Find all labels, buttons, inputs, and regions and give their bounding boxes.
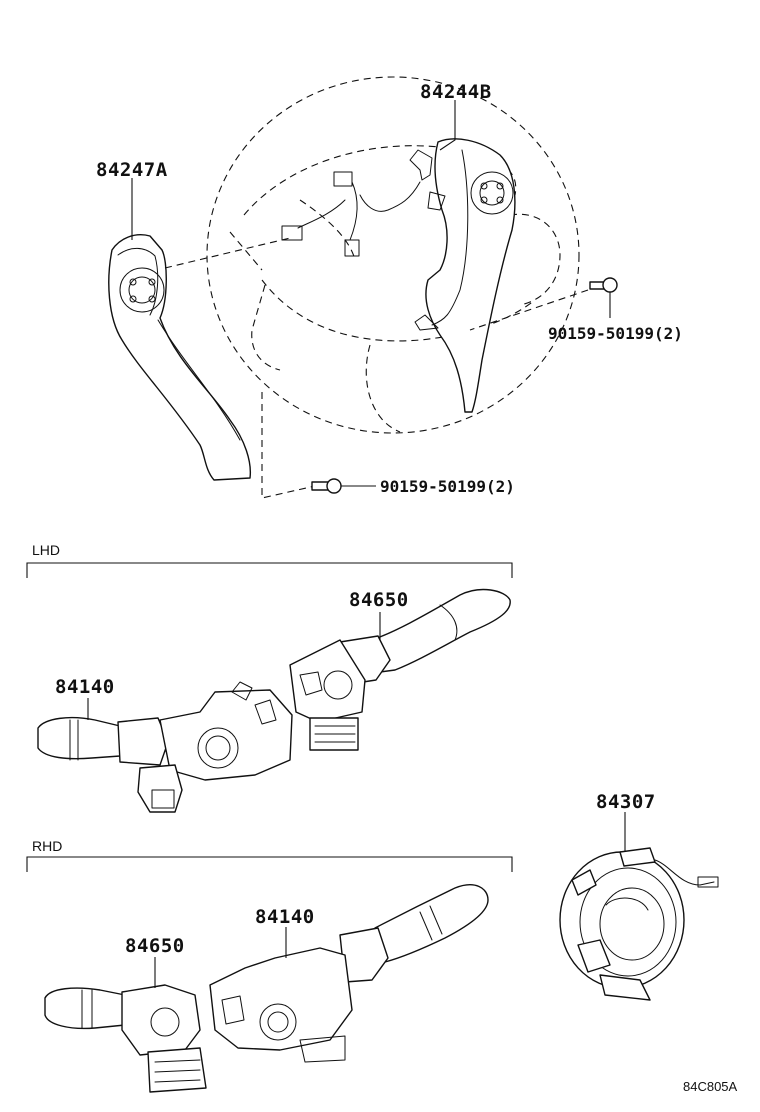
section-bracket-rhd <box>26 856 513 872</box>
bolt-icon <box>469 277 618 331</box>
diagram-code: 84C805A <box>683 1079 738 1094</box>
part-label-rhd-84650: 84650 <box>125 935 185 957</box>
turn-switch-rhd <box>209 884 489 1063</box>
part-label-rhd-84140: 84140 <box>255 906 315 928</box>
steering-pad-left <box>108 234 252 481</box>
part-label-84307: 84307 <box>596 791 656 813</box>
steering-wheel-outline <box>206 76 580 434</box>
part-label-lhd-84140: 84140 <box>55 676 115 698</box>
turn-switch-lhd <box>37 681 293 813</box>
part-label-84244B: 84244B <box>420 81 492 103</box>
part-label-84247A: 84247A <box>96 159 168 181</box>
part-label-bolt-lower: 90159-50199(2) <box>380 477 515 496</box>
pad-left-align-line <box>164 237 291 269</box>
section-bracket-lhd <box>26 562 513 578</box>
leader-84244B <box>439 100 456 151</box>
section-label-rhd: RHD <box>32 838 62 854</box>
pad-left-bolt-line <box>261 392 316 499</box>
wiper-switch-lhd <box>289 588 511 751</box>
part-label-lhd-84650: 84650 <box>349 589 409 611</box>
bolt-icon <box>311 478 342 494</box>
wiper-switch-rhd <box>44 984 207 1093</box>
part-label-bolt-upper: 90159-50199(2) <box>548 324 683 343</box>
pad-wiring-harness <box>281 149 446 331</box>
steering-pad-right <box>425 138 516 413</box>
spiral-cable <box>559 847 719 1001</box>
section-label-lhd: LHD <box>32 542 60 558</box>
